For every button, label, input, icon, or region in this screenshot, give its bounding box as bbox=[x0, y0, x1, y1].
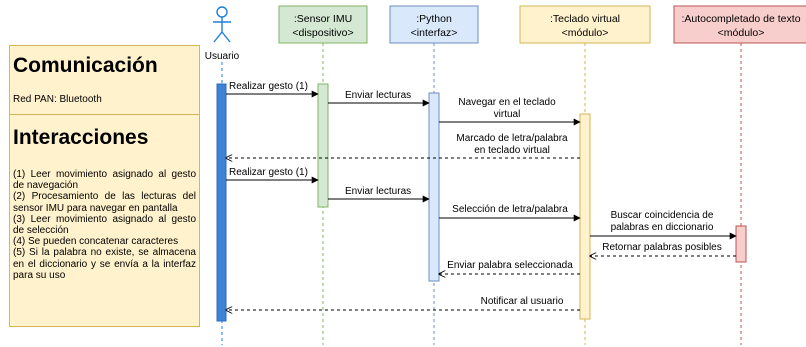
msg-label-seleccion-letra: Selección de letra/palabra bbox=[452, 204, 568, 215]
autocompletado-name: :Autocompletado de texto bbox=[681, 13, 800, 25]
msg-label-navegar-teclado-2: virtual bbox=[494, 109, 521, 120]
python-stereotype: <interfaz> bbox=[411, 27, 458, 39]
msg-label-navegar-teclado-1: Navegar en el teclado bbox=[458, 97, 556, 108]
teclado-name: :Teclado virtual bbox=[550, 13, 620, 25]
msg-label-marcado-letra-2: en teclado virtual bbox=[474, 145, 550, 156]
participant-python: :Python <interfaz> bbox=[389, 5, 479, 44]
autocompletado-stereotype: <módulo> bbox=[718, 27, 765, 39]
msg-label-buscar-coincidencia-2: palabras en diccionario bbox=[611, 222, 714, 233]
python-name: :Python bbox=[416, 13, 452, 25]
user-icon bbox=[213, 6, 231, 43]
sensor-stereotype: <dispositivo> bbox=[292, 27, 353, 39]
list-item: (5) Si la palabra no existe, se almacena… bbox=[13, 247, 196, 281]
msg-label-enviar-lecturas-1: Enviar lecturas bbox=[345, 90, 411, 101]
msg-label-marcado-letra-1: Marcado de letra/palabra bbox=[456, 133, 568, 144]
sensor-activation-bar bbox=[317, 83, 329, 208]
msg-label-enviar-palabra: Enviar palabra seleccionada bbox=[447, 260, 573, 271]
msg-label-buscar-coincidencia-1: Buscar coincidencia de bbox=[611, 210, 714, 221]
sensor-name: :Sensor IMU bbox=[294, 13, 352, 25]
interactions-list: (1) Leer movimiento asignado al gesto de… bbox=[13, 169, 196, 281]
teclado-stereotype: <módulo> bbox=[562, 27, 609, 39]
list-item: (2) Procesamiento de las lecturas del se… bbox=[13, 191, 196, 214]
participant-sensor: :Sensor IMU <dispositivo> bbox=[278, 5, 368, 44]
user-actor: Usuario bbox=[205, 6, 240, 62]
interactions-title: Interacciones bbox=[13, 126, 149, 149]
msg-label-notificar-usuario: Notificar al usuario bbox=[481, 296, 564, 307]
python-activation-bar bbox=[428, 92, 440, 282]
list-item: (1) Leer movimiento asignado al gesto de… bbox=[13, 169, 196, 192]
msg-label-realizar-gesto-1: Realizar gesto (1) bbox=[229, 81, 308, 92]
msg-label-enviar-lecturas-2: Enviar lecturas bbox=[345, 186, 411, 197]
comm-text: Red PAN: Bluetooth bbox=[13, 94, 102, 105]
msg-label-realizar-gesto-2: Realizar gesto (1) bbox=[229, 167, 308, 178]
teclado-activation-bar bbox=[579, 113, 591, 320]
msg-label-retornar-palabras: Retornar palabras posibles bbox=[602, 242, 722, 253]
participant-autocompletado: :Autocompletado de texto <módulo> bbox=[673, 5, 806, 44]
autocompletado-activation-bar bbox=[735, 225, 747, 263]
comm-title: Comunicación bbox=[13, 54, 158, 77]
participant-teclado: :Teclado virtual <módulo> bbox=[519, 5, 651, 44]
user-label: Usuario bbox=[205, 51, 240, 62]
notes-panel: Comunicación Red PAN: Bluetooth Interacc… bbox=[9, 45, 200, 327]
list-item: (4) Se pueden concatenar caracteres bbox=[13, 236, 179, 248]
comm-section: Comunicación Red PAN: Bluetooth bbox=[10, 46, 199, 115]
user-activation-bar bbox=[216, 83, 227, 322]
list-item: (3) Leer movimiento asignado al gesto de… bbox=[13, 213, 196, 237]
